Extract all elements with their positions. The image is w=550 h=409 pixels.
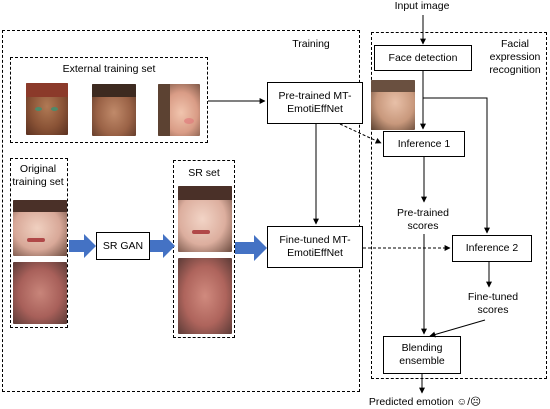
blending-ensemble-box: Blending ensemble (383, 336, 461, 374)
training-title: Training (292, 38, 330, 50)
external-set-group (10, 57, 208, 143)
original-set-group (10, 158, 68, 328)
input-image-label: Input image (394, 0, 450, 12)
arrow-finetuned-scores-to-blending (429, 319, 486, 338)
sr-set-group (173, 160, 235, 338)
recognition-region (371, 32, 547, 379)
green-eyed-girl-photo (26, 83, 68, 135)
blue-arrow-srgan-to-srset (150, 234, 175, 258)
arrow-face-to-inference2 (423, 97, 490, 234)
finetuned-model-box: Fine-tuned MT- EmotiEffNet (267, 226, 363, 268)
recognition-title: Facial expression recognition (489, 38, 541, 76)
sr-gan-box: SR GAN (96, 232, 150, 260)
inference1-box: Inference 1 (383, 131, 465, 157)
external-set-label: External training set (62, 63, 156, 75)
face-detection-box: Face detection (374, 45, 472, 71)
smiling-woman-photo (13, 200, 67, 256)
inference2-box: Inference 2 (452, 235, 532, 262)
blue-arrow-original-to-srgan (69, 234, 96, 258)
man-face-photo (92, 84, 136, 136)
sr-smiling-woman-photo (178, 186, 232, 252)
older-man-photo (13, 262, 67, 324)
predicted-emotion-label: Predicted emotion ☺/☹ (368, 396, 482, 408)
training-region (2, 30, 360, 392)
pretrained-model-box: Pre-trained MT- EmotiEffNet (267, 82, 363, 124)
blue-arrow-srset-to-finetuned (235, 235, 267, 261)
sr-older-man-photo (178, 258, 232, 334)
finetuned-scores-label: Fine-tuned scores (467, 291, 519, 316)
input-face-photo (371, 80, 415, 130)
pretrained-scores-label: Pre-trained scores (397, 207, 449, 232)
arrow-pretrained-to-inference1 (339, 123, 382, 144)
girl-face-photo (158, 84, 200, 136)
sr-set-label: SR set (188, 167, 220, 179)
original-set-label: Original training set (12, 163, 64, 188)
